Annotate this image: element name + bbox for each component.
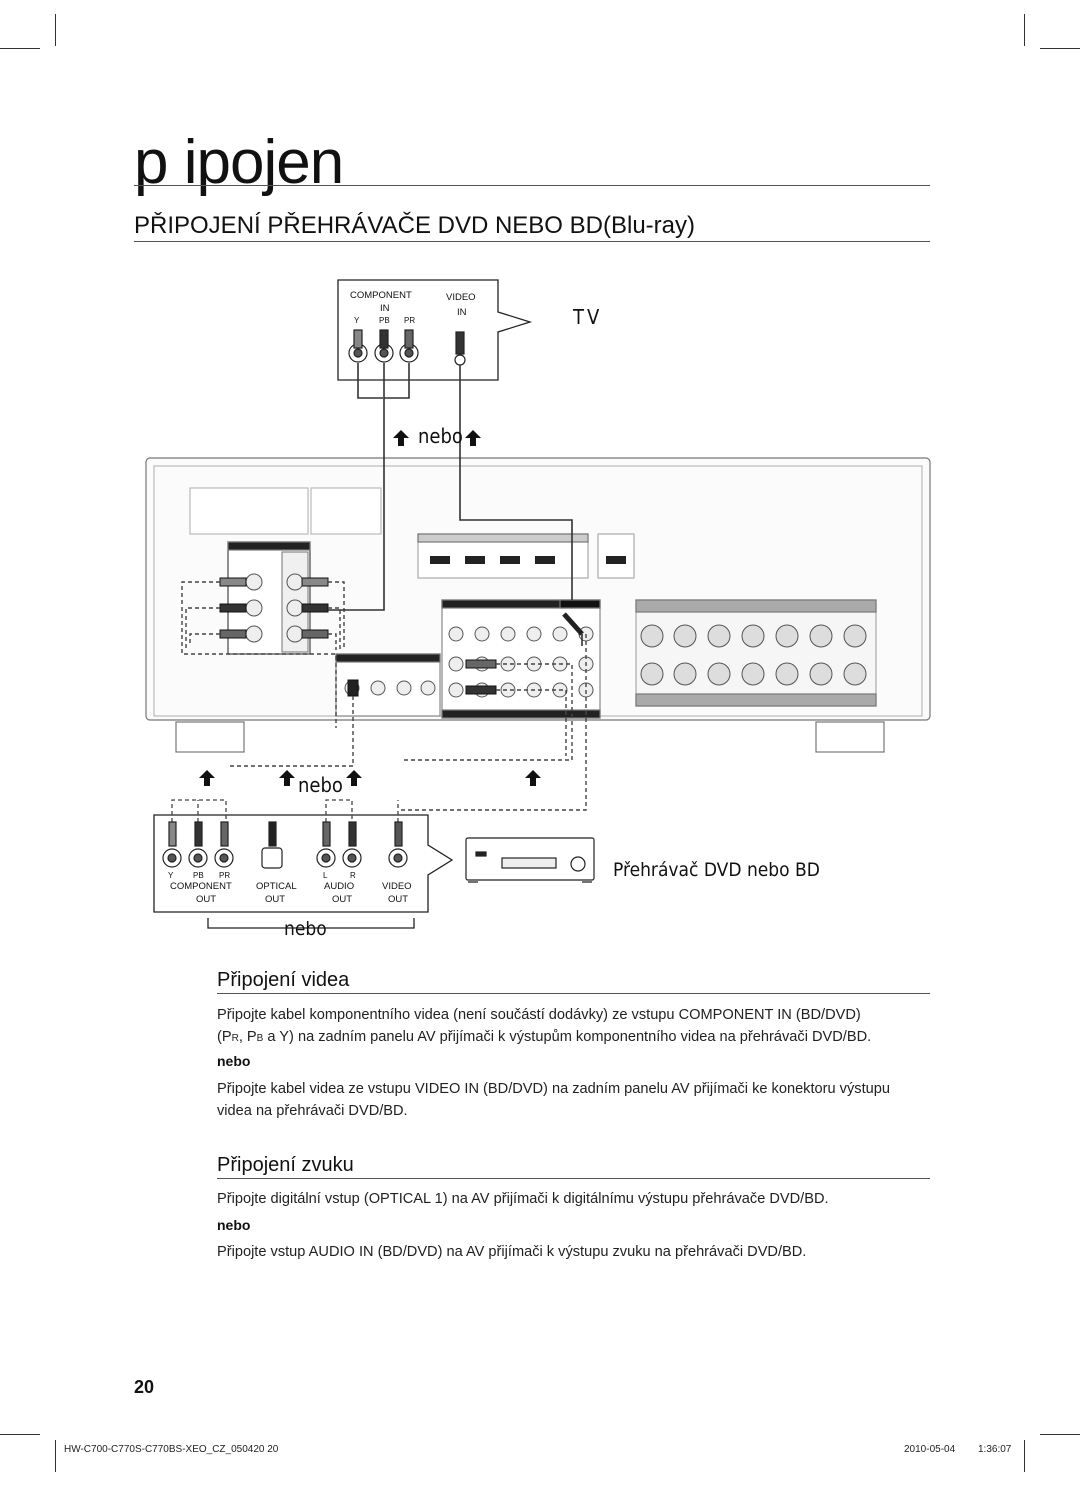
video-paragraph-1-line-2: (PR, PB a Y) na zadním panelu AV přijíma…: [217, 1029, 872, 1045]
video-nebo: nebo: [217, 1053, 251, 1069]
player-jacks: [162, 821, 408, 869]
player-component-label: COMPONENT: [170, 881, 232, 892]
audio-section-divider: [217, 1178, 930, 1179]
video-paragraph-2-line-2: videa na přehrávači DVD/BD.: [217, 1103, 408, 1119]
player-video-out: OUT: [388, 894, 409, 905]
player-audio-label: AUDIO: [324, 881, 355, 892]
audio-nebo: nebo: [217, 1217, 251, 1233]
section-heading: PŘIPOJENÍ PŘEHRÁVAČE DVD NEBO BD(Blu-ray…: [134, 212, 695, 239]
tv-pr-label: PR: [404, 316, 416, 325]
arrows-mid: [199, 770, 541, 786]
crop-mark: [0, 1434, 40, 1435]
tv-video-jack: [454, 331, 466, 366]
audio-paragraph-2: Připojte vstup AUDIO IN (BD/DVD) na AV p…: [217, 1244, 807, 1260]
video-paragraph-2: Připojte kabel videa ze vstupu VIDEO IN …: [217, 1078, 929, 1122]
nebo-label-bottom: nebo: [284, 918, 327, 940]
player-pb-label: PB: [193, 871, 204, 880]
player-optical-label: OPTICAL: [256, 881, 297, 892]
title-divider: [134, 185, 930, 186]
video-section-heading: Připojení videa: [217, 969, 350, 991]
page-title: p ipojen: [134, 128, 344, 197]
tv-component-jacks: [348, 329, 419, 363]
crop-mark: [1040, 1434, 1080, 1435]
tv-label: TV: [573, 305, 603, 329]
footer-date: 2010-05-04: [904, 1444, 956, 1455]
hdmi-ports: [430, 556, 626, 564]
crop-mark: [55, 14, 56, 46]
footer-file-info: HW-C700-C770S-C770BS-XEO_CZ_050420 20: [64, 1444, 279, 1455]
speaker-terminals: [640, 624, 867, 686]
video-section-divider: [217, 993, 930, 994]
audio-paragraph-1: Připojte digitální vstup (OPTICAL 1) na …: [217, 1191, 829, 1207]
player-pr-label: PR: [219, 871, 231, 880]
crop-mark: [1024, 1440, 1025, 1472]
crop-mark: [1024, 14, 1025, 46]
page-number: 20: [134, 1377, 155, 1397]
tv-component-label: COMPONENT: [350, 290, 412, 301]
player-y-label: Y: [168, 871, 174, 880]
tv-component-in-label: IN: [380, 303, 390, 314]
nebo-bracket: [207, 918, 415, 929]
player-audio-out: OUT: [332, 894, 353, 905]
nebo-label-top: nebo: [418, 424, 463, 448]
crop-mark: [0, 48, 40, 49]
player-component-out: OUT: [196, 894, 217, 905]
audio-section-heading: Připojení zvuku: [217, 1154, 354, 1176]
receiver-back-panel: [145, 457, 931, 753]
tv-video-in-label: IN: [457, 307, 467, 318]
tv-pb-label: PB: [379, 316, 390, 325]
arrows-top: [393, 430, 481, 446]
video-paragraph-2-line-1: Připojte kabel videa ze vstupu VIDEO IN …: [217, 1081, 890, 1097]
section-divider: [134, 241, 930, 242]
player-optical-out: OUT: [265, 894, 286, 905]
crop-mark: [1040, 48, 1080, 49]
receiver-plugs: [219, 577, 584, 697]
player-label: Přehrávač DVD nebo BD: [613, 859, 820, 881]
player-r-label: R: [350, 871, 356, 880]
tv-input-panel: [337, 279, 533, 381]
tv-video-label: VIDEO: [446, 292, 476, 303]
crop-mark: [55, 1440, 56, 1472]
player-l-label: L: [323, 871, 328, 880]
video-paragraph-1: Připojte kabel komponentního videa (není…: [217, 1004, 929, 1050]
tv-y-label: Y: [354, 316, 360, 325]
dvd-player-icon: [465, 837, 595, 883]
connection-diagram: [145, 279, 931, 929]
player-video-label: VIDEO: [382, 881, 412, 892]
nebo-label-mid: nebo: [298, 773, 343, 797]
footer-time: 1:36:07: [978, 1444, 1012, 1455]
video-paragraph-1-line-1: Připojte kabel komponentního videa (není…: [217, 1007, 861, 1023]
